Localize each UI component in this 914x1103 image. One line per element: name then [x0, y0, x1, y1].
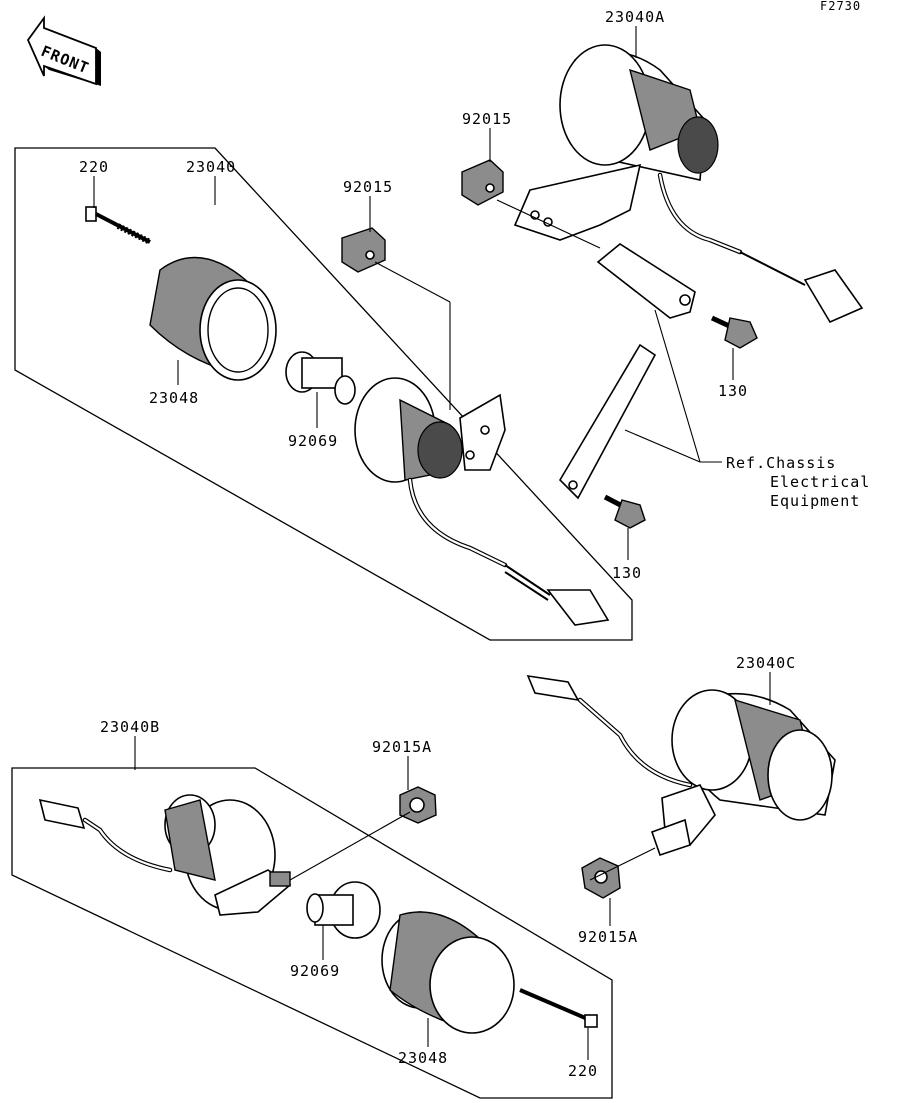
grommet-92015-mid — [341, 227, 386, 273]
group-frame-23040B — [11, 767, 613, 1099]
label-92069-bottom: 92069 — [290, 962, 340, 980]
lens-23048-top — [149, 256, 277, 381]
grommet-92015-upper — [461, 159, 504, 206]
label-23048-bottom: 23048 — [398, 1049, 448, 1067]
bulb-92069-top — [285, 351, 356, 405]
label-ref-line2: Electrical — [770, 473, 870, 491]
label-23040A: 23040A — [605, 8, 665, 26]
label-23040B: 23040B — [100, 718, 160, 736]
bulb-92069-bottom — [306, 881, 381, 939]
nut-92015A-left — [399, 786, 437, 824]
bolt-130-upper — [710, 315, 758, 349]
group-frame-23040 — [14, 147, 633, 641]
housing-23040B — [38, 794, 292, 916]
front-arrow-icon: FRONT — [26, 15, 101, 86]
housing-23040 — [354, 377, 610, 626]
housing-23040C — [526, 674, 836, 857]
label-23040: 23040 — [186, 158, 236, 176]
label-220-bottom: 220 — [568, 1062, 598, 1080]
label-92015A-left: 92015A — [372, 738, 432, 756]
label-23048-top: 23048 — [149, 389, 199, 407]
label-ref-line3: Equipment — [770, 492, 860, 510]
label-130-lower: 130 — [612, 564, 642, 582]
stay-bracket-upper — [596, 243, 696, 319]
label-92015A-right: 92015A — [578, 928, 638, 946]
label-92015-upper: 92015 — [462, 110, 512, 128]
leader-lines — [93, 26, 771, 1060]
label-130-upper: 130 — [718, 382, 748, 400]
label-220-top: 220 — [79, 158, 109, 176]
diagram-code: F2730 — [820, 0, 861, 13]
lens-23048-bottom — [381, 911, 515, 1034]
label-92015-mid: 92015 — [343, 178, 393, 196]
label-92069-top: 92069 — [288, 432, 338, 450]
bolt-130-lower — [603, 494, 646, 529]
bolt-220-top — [85, 206, 152, 245]
bolt-220-bottom — [519, 988, 598, 1028]
housing-23040A — [513, 44, 864, 324]
label-23040C: 23040C — [736, 654, 796, 672]
label-ref-line1: Ref.Chassis — [726, 454, 836, 472]
nut-92015A-right — [581, 857, 621, 899]
stay-bracket-lower — [558, 343, 657, 500]
